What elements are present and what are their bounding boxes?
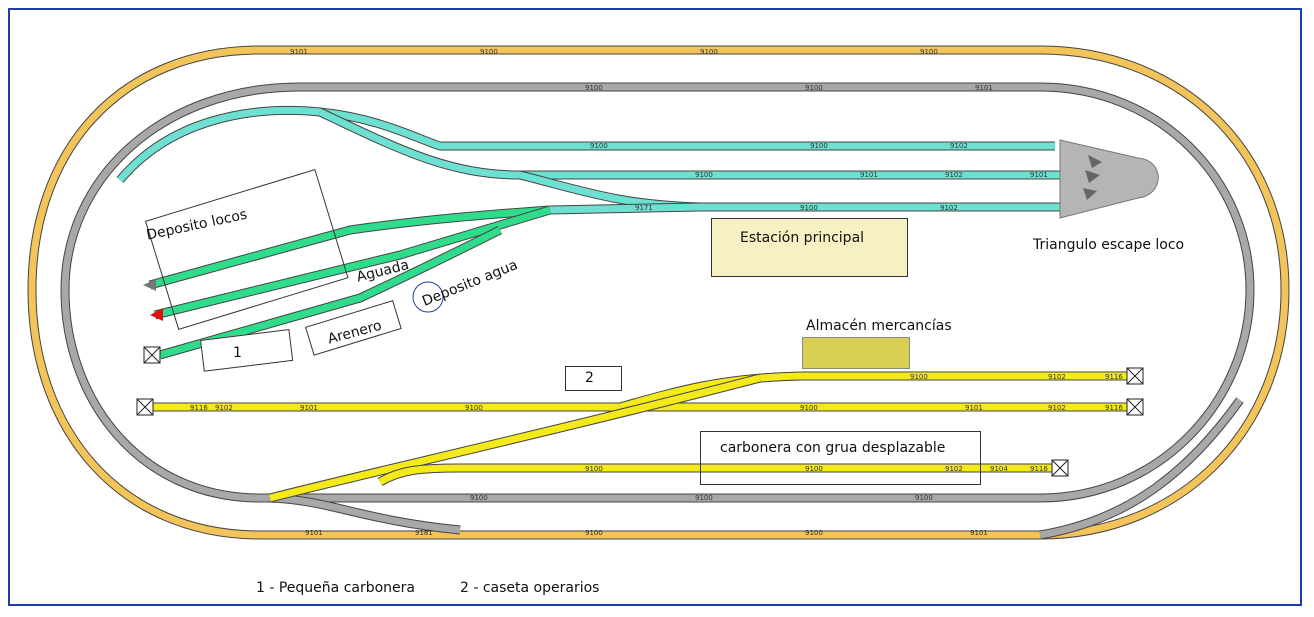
diagram-frame [8, 8, 1302, 606]
svg-text:9100: 9100 [805, 84, 823, 92]
svg-text:9102: 9102 [1048, 404, 1066, 412]
svg-text:9181: 9181 [415, 529, 433, 537]
arrow-icon [1083, 188, 1097, 200]
svg-text:9101: 9101 [970, 529, 988, 537]
box-2-label: 2 [585, 370, 594, 386]
svg-text:9116: 9116 [1105, 373, 1123, 381]
svg-text:9101: 9101 [975, 84, 993, 92]
inner-loop-fill [61, 83, 1254, 502]
station-tracks [116, 105, 1060, 215]
svg-text:9100: 9100 [465, 404, 483, 412]
svg-text:9100: 9100 [470, 494, 488, 502]
buffer-stops [136, 346, 1144, 477]
triangulo-label: Triangulo escape loco [1033, 237, 1185, 253]
svg-text:9101: 9101 [305, 529, 323, 537]
svg-text:9100: 9100 [805, 465, 823, 473]
svg-text:9100: 9100 [915, 494, 933, 502]
svg-text:9100: 9100 [700, 48, 718, 56]
svg-text:9101: 9101 [300, 404, 318, 412]
arrow-icon [1085, 170, 1100, 183]
svg-text:9100: 9100 [590, 142, 608, 150]
svg-text:9102: 9102 [945, 171, 963, 179]
track-code-labels: 9101 9100 9100 9100 9100 9100 9101 9100 … [190, 48, 1123, 537]
svg-text:9104: 9104 [990, 465, 1008, 473]
svg-text:9116: 9116 [190, 404, 208, 412]
freight-tracks [140, 371, 1140, 503]
estacion-principal-box [711, 218, 908, 277]
svg-text:9102: 9102 [945, 465, 963, 473]
carbonera-box [700, 431, 981, 485]
svg-text:9102: 9102 [1048, 373, 1066, 381]
almacen-box [802, 337, 910, 369]
svg-text:9100: 9100 [910, 373, 928, 381]
svg-text:9100: 9100 [920, 48, 938, 56]
estacion-principal-label: Estación principal [740, 230, 865, 246]
svg-text:9101: 9101 [1030, 171, 1048, 179]
carbonera-label: carbonera con grua desplazable [720, 440, 946, 456]
svg-text:9100: 9100 [480, 48, 498, 56]
svg-text:9116: 9116 [1030, 465, 1048, 473]
svg-text:9171: 9171 [635, 204, 653, 212]
end-marker-icon [150, 308, 163, 321]
svg-text:9101: 9101 [290, 48, 308, 56]
depot-tracks [148, 205, 552, 360]
legend-item-1: 1 - Pequeña carbonera [256, 580, 415, 596]
svg-text:9100: 9100 [585, 529, 603, 537]
legend-item-2: 2 - caseta operarios [460, 580, 600, 596]
end-marker-icon [143, 279, 156, 291]
svg-text:9101: 9101 [860, 171, 878, 179]
svg-text:9100: 9100 [800, 204, 818, 212]
svg-text:9116: 9116 [1105, 404, 1123, 412]
box-1-label: 1 [233, 345, 242, 361]
svg-text:9100: 9100 [695, 494, 713, 502]
svg-text:9100: 9100 [810, 142, 828, 150]
escape-triangle [1059, 139, 1159, 219]
almacen-label: Almacén mercancías [806, 318, 952, 334]
svg-text:9100: 9100 [585, 84, 603, 92]
svg-text:9100: 9100 [695, 171, 713, 179]
water-tank [412, 281, 444, 313]
svg-text:9101: 9101 [965, 404, 983, 412]
box-2 [565, 366, 622, 391]
svg-text:9102: 9102 [950, 142, 968, 150]
svg-text:9100: 9100 [585, 465, 603, 473]
svg-text:9102: 9102 [215, 404, 233, 412]
svg-text:9100: 9100 [805, 529, 823, 537]
svg-text:9100: 9100 [800, 404, 818, 412]
svg-text:9102: 9102 [940, 204, 958, 212]
arrow-icon [1088, 155, 1102, 168]
